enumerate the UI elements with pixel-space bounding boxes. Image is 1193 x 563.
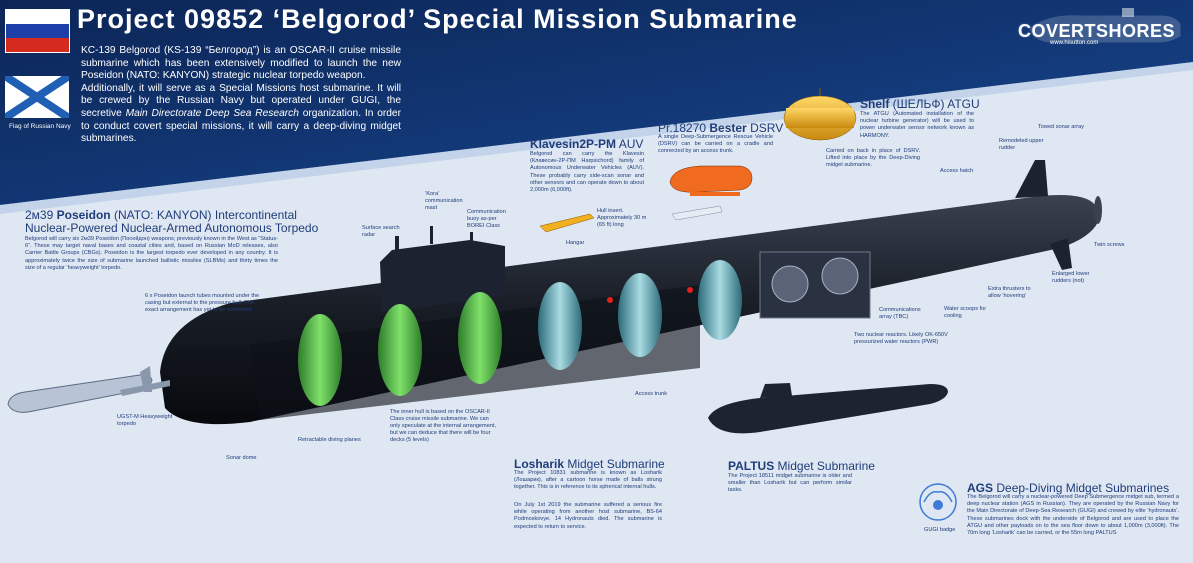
label-remodeled-upper-rudder: Remodeled upper rudder [999, 138, 1044, 151]
losharik-text-2: On July 1st 2019 the submarine suffered … [514, 502, 662, 530]
paltus-title: PALTUS Midget Submarine [728, 459, 875, 473]
paltus-midget-sub [708, 384, 948, 434]
shelf-text-1: The ATGU (Automated installation of the … [860, 111, 974, 139]
screw [1094, 196, 1102, 224]
ugst-torpedo [120, 380, 170, 396]
gugi-badge-icon [919, 483, 957, 521]
klavesin-auv [539, 213, 595, 233]
label-poseidon-tubes: 6 x Poseidon launch tubes mounted under … [145, 293, 260, 313]
header-wedge [0, 0, 1193, 205]
upper-rudder [1015, 160, 1048, 198]
label-hull-insert: Hull insert. Approximately 30 m (65 ft) … [597, 208, 647, 228]
logo-url: www.hisutton.com [1050, 40, 1099, 46]
section-green-1 [298, 314, 342, 406]
flag-navy-caption: Flag of Russian Navy [9, 123, 71, 130]
lower-rudder [1050, 238, 1072, 270]
klavesin-title: Klavesin2P-PM AUV [530, 137, 644, 151]
label-enlarged-rudders: Enlarged lower rudders (not) [1052, 271, 1090, 284]
logo-name: COVERTSHORES [1018, 21, 1176, 41]
label-extra-thrusters: Extra thrusters to allow ‘hovering’ [988, 286, 1031, 299]
klavesin-text: Belgorod can carry the Klavesin (Клавеси… [530, 151, 644, 194]
ags-text: The Belgorod will carry a nuclear-powere… [967, 494, 1179, 537]
paltus-text: The Project 18511 midget submarine is ol… [728, 473, 852, 494]
ags-title: AGS Deep-Diving Midget Submarines [967, 481, 1170, 495]
label-surface-search-radar: Surface search radar [362, 225, 400, 238]
losharik-text-1: The Project 10831 submarine is known as … [514, 470, 662, 491]
label-water-scoops: Water scoops for cooling [944, 306, 987, 319]
label-access-hatch: Access hatch [940, 168, 974, 174]
label-ugst: UGST-M Heavyweight torpedo [117, 414, 173, 427]
label-hangar: Hangar [566, 240, 585, 246]
label-kora: ‘Kora’ communication mast [425, 191, 463, 211]
poseidon-title: 2м39 Poseidon (NATO: KANYON) Intercontin… [25, 208, 297, 222]
section-teal-1 [538, 282, 582, 370]
label-inner-hull: The inner hull is based on the OSCAR-II … [390, 409, 497, 443]
label-reactors: Two nuclear reactors. Likely OK-650V pre… [854, 332, 948, 345]
label-twin-screws: Twin screws [1094, 242, 1125, 248]
gugi-badge-caption: GUGI badge [924, 527, 956, 533]
intro-p1: KC-139 Belgorod (KS-139 “Белгород”) is a… [81, 45, 401, 82]
section-teal-2 [618, 273, 662, 357]
label-access-trunk: Access trunk [635, 391, 668, 397]
section-green-3 [458, 292, 502, 384]
covertshores-logo [1029, 8, 1181, 43]
section-green-2 [378, 304, 422, 396]
bester-text: A single Deep-Submergence Rescue Vehicle… [658, 134, 773, 155]
shelf-text-2: Carried on back in place of DSRV. Lifted… [826, 148, 920, 169]
label-retractable-planes: Retractable diving planes [298, 437, 361, 443]
poseidon-text: Belgorod will carry six 2м39 Poseidon (П… [25, 236, 278, 271]
label-sonar-dome: Sonar dome [226, 455, 257, 461]
label-towed-sonar: Towed sonar array [1038, 124, 1085, 130]
page-title: Project 09852 ‘Belgorod’ Special Mission… [77, 4, 798, 34]
intro-p2: Additionally, it will serve as a Special… [81, 82, 401, 145]
russian-navy-flag [5, 76, 69, 118]
russian-flag [5, 9, 70, 53]
bester-title: Pr.18270 Bester DSRV [658, 121, 784, 135]
label-comm-buoy: Communication buoy as-per BOREI Class [467, 209, 506, 229]
section-teal-3 [698, 260, 742, 340]
shelf-title: Shelf (ШЕЛЬФ) ATGU [860, 97, 980, 111]
label-comm-array: Communications array (TBC) [879, 307, 921, 320]
poseidon-title-line2: Nuclear-Powered Nuclear-Armed Autonomous… [25, 221, 319, 235]
bester-dsrv [669, 165, 753, 193]
intro-text: KC-139 Belgorod (KS-139 “Белгород”) is a… [81, 45, 401, 146]
losharik-title: Losharik Midget Submarine [514, 457, 665, 471]
